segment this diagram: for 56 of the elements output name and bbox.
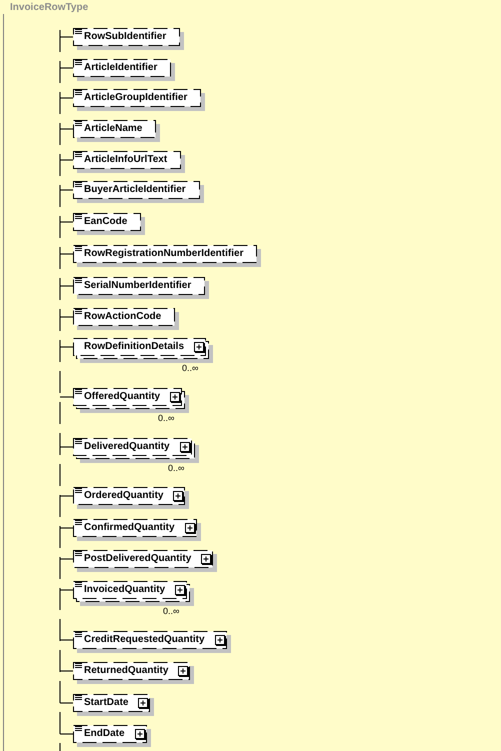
element-box [73, 662, 194, 684]
element-box [73, 59, 176, 81]
occurrence-label: 0..∞ [158, 413, 174, 423]
element-box [73, 181, 204, 203]
element-name: InvoicedQuantity [84, 583, 166, 597]
connector-line [60, 316, 74, 318]
element-name: DeliveredQuantity [84, 440, 170, 454]
element-box [73, 308, 180, 330]
element-name: EndDate [84, 727, 125, 741]
element-name: CreditRequestedQuantity [84, 633, 205, 647]
element-box [73, 694, 154, 716]
element-name: BuyerArticleIdentifier [84, 183, 186, 197]
element-box [73, 550, 218, 572]
connector-line [60, 346, 74, 348]
element-box [73, 89, 206, 111]
element-name: ArticleInfoUrlText [84, 153, 168, 167]
type-title: InvoiceRowType [10, 2, 88, 14]
element-box [73, 581, 194, 606]
element-name: ArticleGroupIdentifier [84, 91, 188, 105]
element-box [73, 120, 160, 142]
element-name: RowDefinitionDetails [84, 340, 184, 354]
connector-line [60, 558, 74, 560]
element-box [73, 245, 262, 267]
element-name: StartDate [84, 696, 128, 710]
element-name: SerialNumberIdentifier [84, 279, 192, 293]
element-name: RowRegistrationNumberIdentifier [84, 247, 244, 261]
element-box [73, 487, 190, 509]
element-name: RowActionCode [84, 310, 162, 324]
element-box [73, 438, 199, 463]
occurrence-label: 0..∞ [182, 363, 198, 373]
connector-line [60, 670, 74, 672]
element-box [73, 631, 231, 653]
connector-line [60, 128, 74, 130]
element-box [73, 28, 184, 50]
element-name: ArticleName [84, 122, 142, 136]
element-name: RowSubIdentifier [84, 30, 166, 44]
connector-line [60, 446, 74, 448]
element-box [73, 151, 186, 173]
element-name: OrderedQuantity [84, 489, 164, 503]
element-box [73, 213, 146, 235]
element-box [73, 519, 201, 541]
element-name: ArticleIdentifier [84, 61, 158, 75]
occurrence-label: 0..∞ [163, 606, 180, 616]
connector-line [60, 396, 74, 398]
element-box [73, 277, 210, 299]
element-name: OfferedQuantity [84, 390, 160, 404]
element-name: ConfirmedQuantity [84, 521, 175, 535]
element-box [73, 725, 151, 747]
occurrence-label: 0..∞ [168, 463, 184, 473]
connector-line [60, 702, 74, 704]
element-box [73, 388, 190, 413]
connector-line [60, 36, 74, 38]
element-name: ReturnedQuantity [84, 664, 168, 678]
element-box [73, 338, 214, 363]
element-name: PostDeliveredQuantity [84, 552, 192, 566]
element-name: EanCode [84, 215, 128, 229]
